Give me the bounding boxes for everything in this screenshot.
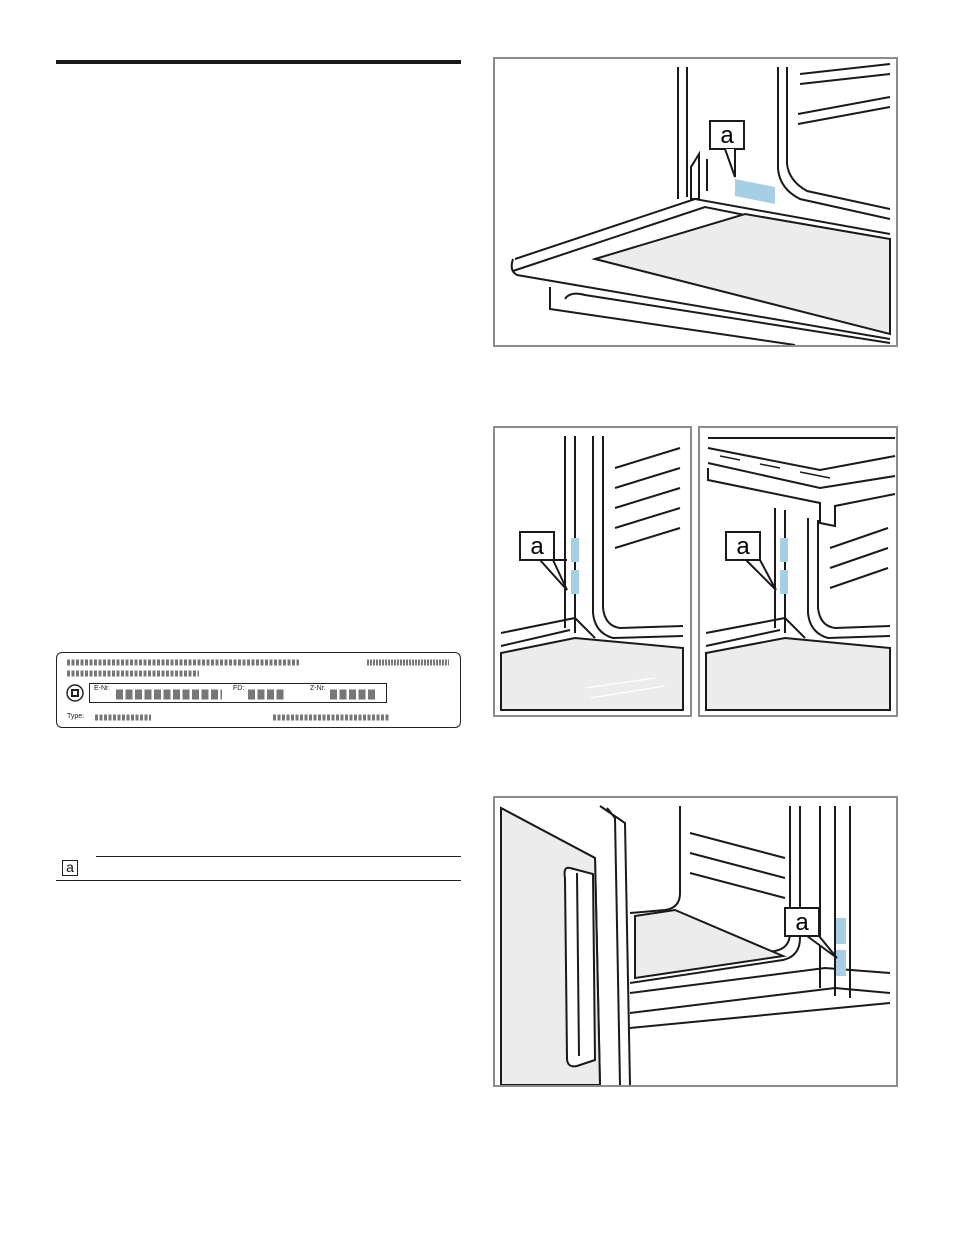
type-value bbox=[95, 714, 151, 721]
type-label: Type: bbox=[67, 713, 85, 720]
plate-number-box: E-Nr. FD: Z-Nr. bbox=[89, 683, 387, 703]
rating-label-highlight-lower bbox=[780, 570, 788, 594]
plate-text-line-1 bbox=[67, 659, 299, 666]
rating-label-highlight-upper bbox=[571, 538, 579, 562]
section-heading-rule bbox=[56, 60, 461, 64]
rating-label-highlight-upper bbox=[836, 918, 846, 944]
svg-text:a: a bbox=[530, 533, 544, 560]
e-nr-value bbox=[116, 689, 222, 700]
rating-label-highlight bbox=[735, 179, 775, 204]
legend-top-rule bbox=[96, 856, 461, 857]
figure-frame-cooktop: a bbox=[698, 426, 898, 717]
callout-a: a bbox=[709, 120, 745, 178]
plate-text-line-2 bbox=[67, 670, 199, 677]
figure-oven-open-door: a bbox=[493, 796, 898, 1087]
oven-door-illustration: a bbox=[510, 63, 891, 345]
fd-value bbox=[248, 689, 286, 700]
fd-label: FD: bbox=[233, 685, 245, 692]
figure-oven-door-frame: a bbox=[493, 57, 898, 347]
callout-a: a bbox=[725, 531, 777, 591]
svg-text:a: a bbox=[720, 122, 734, 149]
oven-open-door-illustration: a bbox=[500, 805, 891, 1085]
z-nr-label: Z-Nr. bbox=[310, 685, 326, 692]
rating-label-highlight-upper bbox=[780, 538, 788, 562]
frame-left-illustration: a bbox=[500, 436, 684, 711]
svg-text:a: a bbox=[795, 909, 809, 936]
legend-bottom-rule bbox=[56, 880, 461, 881]
approval-mark-icon bbox=[66, 684, 84, 702]
rating-label-highlight-lower bbox=[571, 570, 579, 594]
svg-text:a: a bbox=[736, 533, 750, 560]
figure-frame-left: a bbox=[493, 426, 692, 717]
plate-text-line-3 bbox=[273, 714, 389, 721]
rating-plate: E-Nr. FD: Z-Nr. Type: bbox=[56, 652, 461, 728]
legend-key-a: a bbox=[62, 860, 78, 876]
callout-a: a bbox=[519, 531, 568, 591]
plate-text-line-1b bbox=[367, 659, 449, 666]
callout-a: a bbox=[784, 907, 838, 959]
rating-label-highlight-lower bbox=[836, 950, 846, 976]
legend-table: a bbox=[56, 856, 461, 881]
e-nr-label: E-Nr. bbox=[94, 685, 110, 692]
frame-cooktop-illustration: a bbox=[705, 437, 896, 711]
z-nr-value bbox=[330, 689, 376, 700]
